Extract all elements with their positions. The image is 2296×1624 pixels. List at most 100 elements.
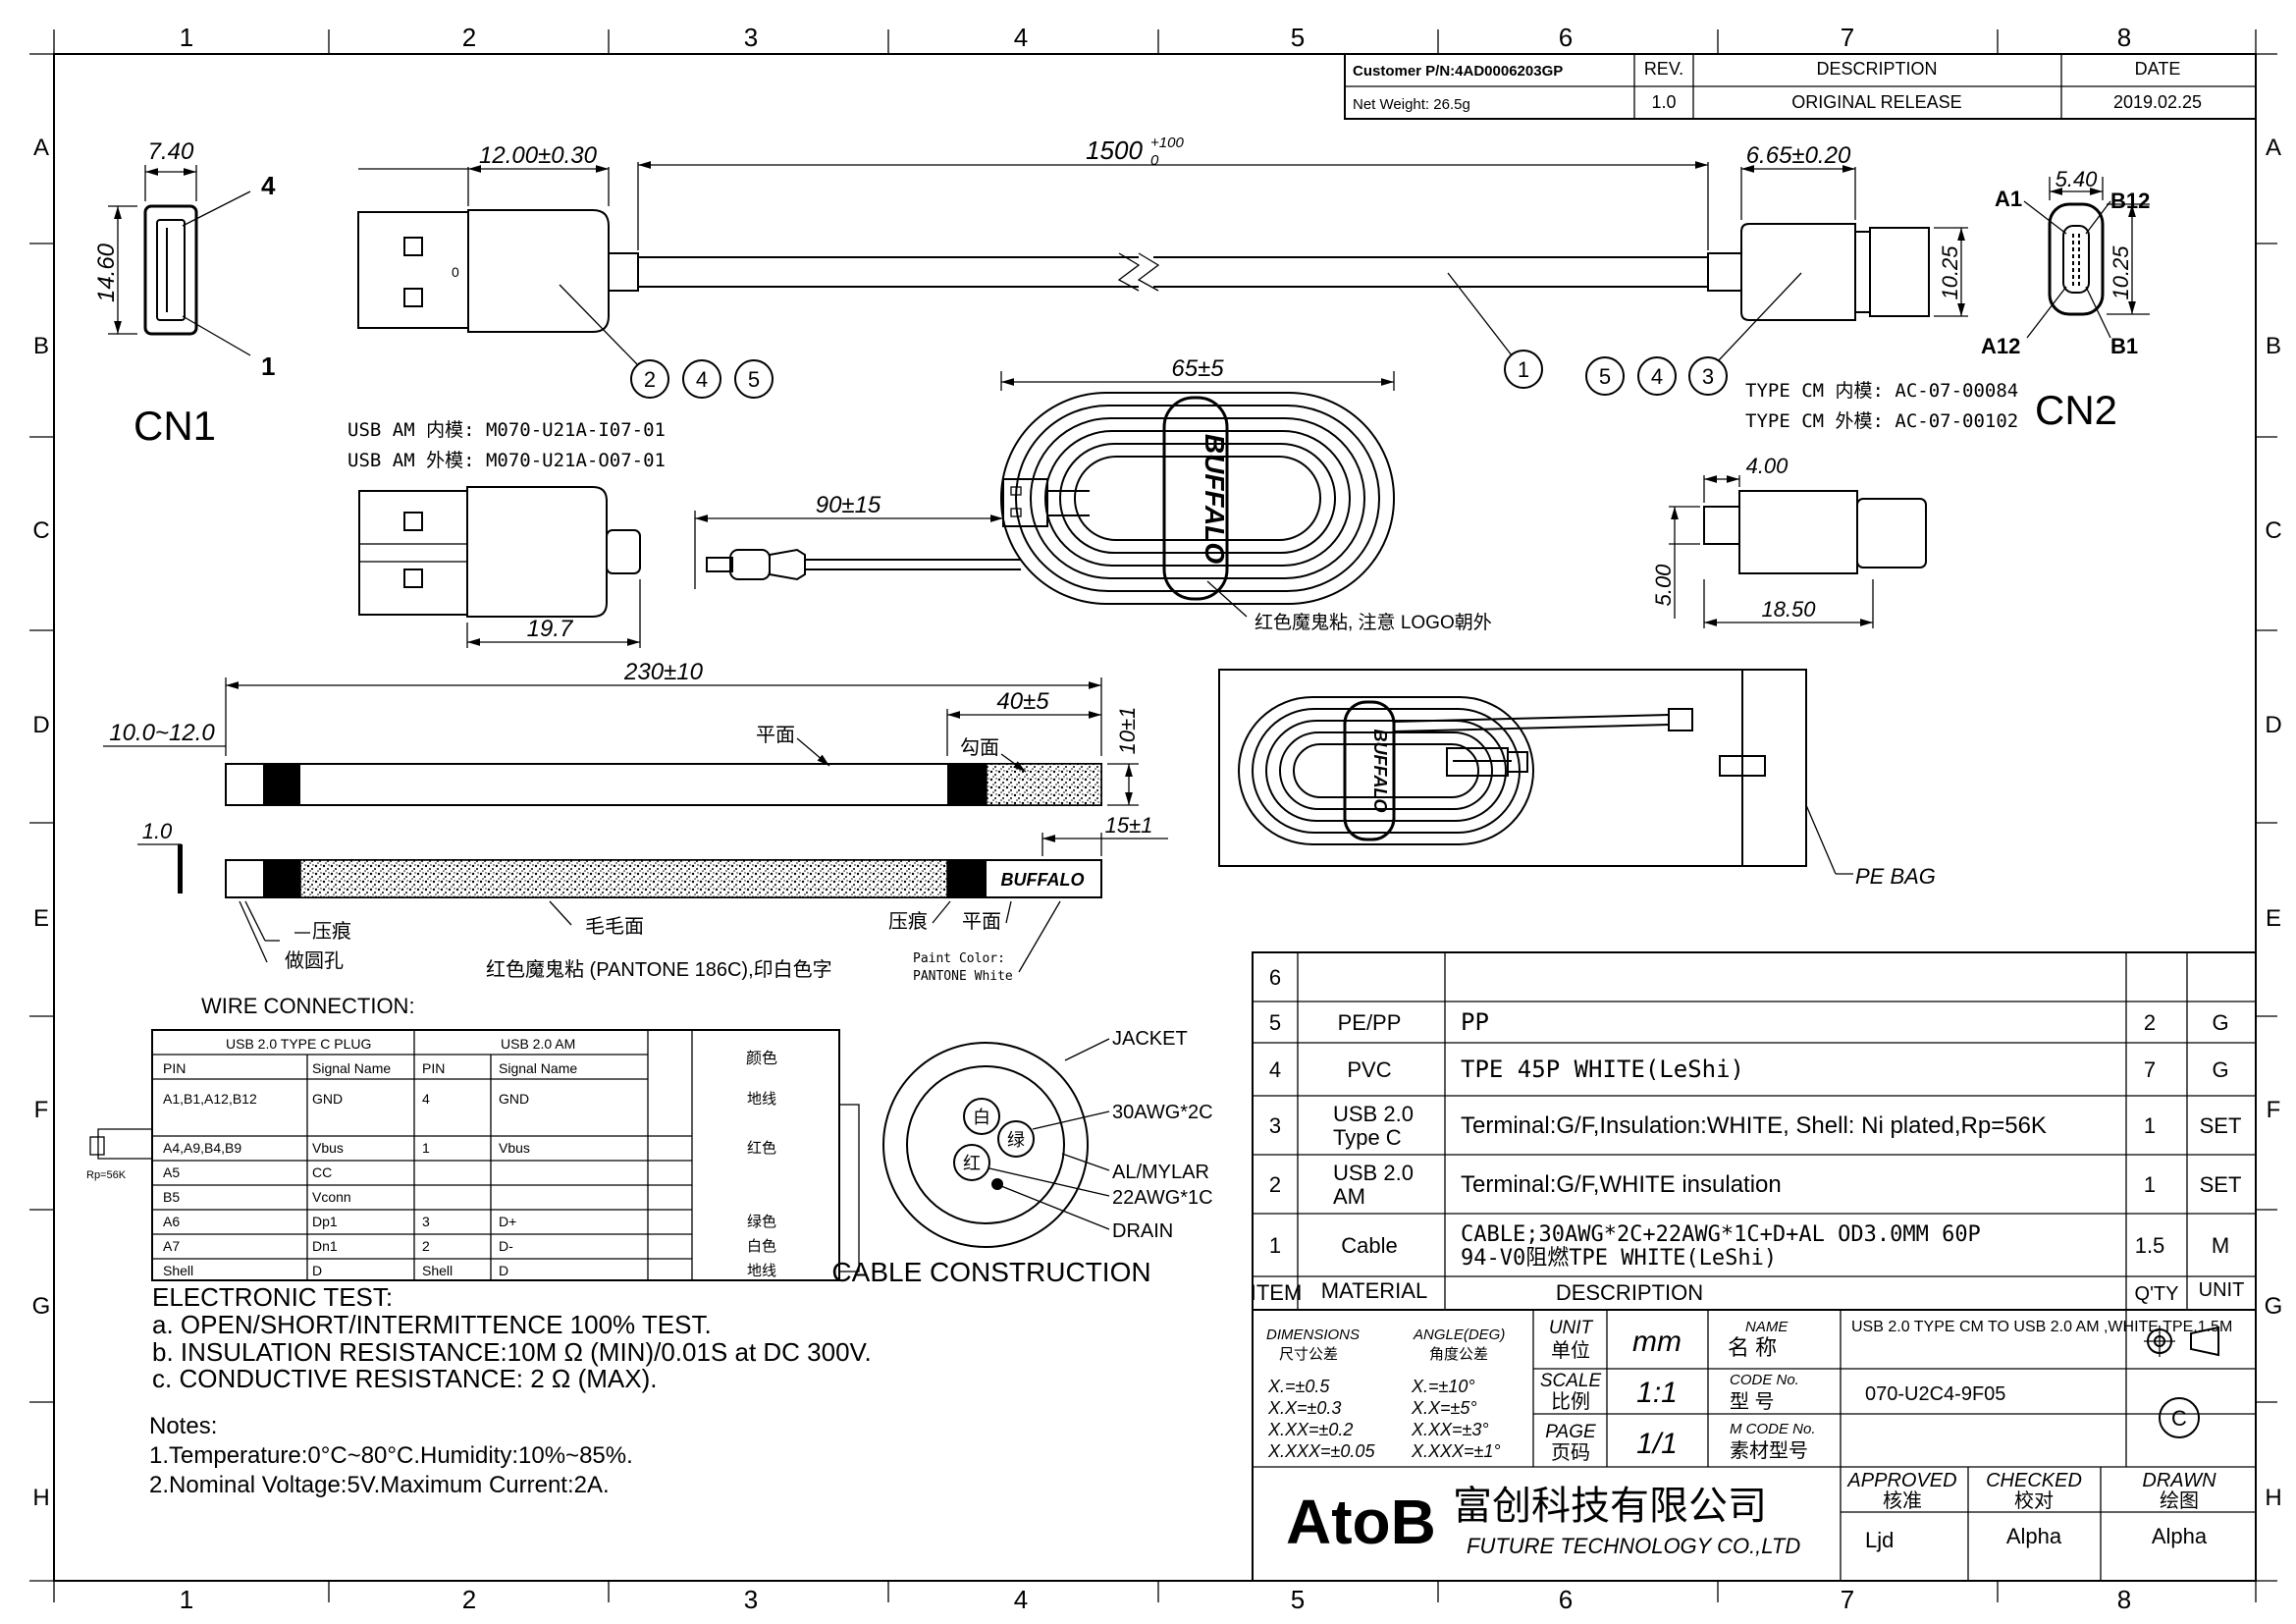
tb-dim-label: DIMENSIONS: [1266, 1326, 1360, 1343]
wire-cell: 4: [422, 1091, 430, 1107]
strap-hook: 40±5: [996, 688, 1049, 715]
balloon-r3-label: 3: [1702, 364, 1714, 389]
bom-desc: CABLE;30AWG*2C+22AWG*1C+D+AL OD3.0MM 60P: [1461, 1222, 1981, 1247]
col-label-bottom: 7: [1841, 1585, 1854, 1614]
cn1-front-view: 7.40 14.60 4 1 CN1: [93, 138, 276, 449]
row-label-right: A: [2266, 135, 2281, 161]
tb-scale-value: 1:1: [1636, 1377, 1678, 1409]
date-value: 2019.02.25: [2113, 92, 2202, 112]
bom-material: Cable: [1341, 1233, 1397, 1258]
wire-col-signal2: Signal Name: [499, 1060, 577, 1076]
cn1-width: 7.40: [148, 138, 194, 165]
revision-block: Customer P/N:4AD0006203GP Net Weight: 26…: [1344, 53, 2257, 120]
col-label-top: 7: [1841, 23, 1854, 52]
tb-unit-cn: 单位: [1551, 1339, 1590, 1362]
tb-code-value: 070-U2C4-9F05: [1865, 1383, 2005, 1405]
tb-approved: APPROVED: [1846, 1470, 1956, 1491]
tb-checked-by: Alpha: [2006, 1524, 2062, 1548]
cn2-width: 5.40: [2056, 167, 2099, 191]
notes-title: Notes:: [149, 1413, 217, 1439]
strap-hook-label: 勾面: [960, 736, 999, 759]
balloon-r3: [1688, 356, 1728, 396]
cn2-height: 10.25: [2109, 245, 2133, 300]
cm-length-dim: 6.65±0.20: [1746, 142, 1851, 169]
cm-side-d3: 18.50: [1761, 597, 1816, 622]
cable-construction: 白 绿 红 JACKET 30AWG*2C AL/MYLAR 22AWG*1C …: [831, 1028, 1212, 1287]
wire-cell: D+: [499, 1214, 516, 1229]
cable-tol-up: +100: [1150, 135, 1184, 151]
row-label-left: H: [32, 1485, 49, 1511]
balloon-4-label: 4: [696, 367, 708, 392]
col-label-bottom: 2: [462, 1585, 476, 1614]
wire-cell: GND: [499, 1091, 529, 1107]
tb-mcode-label: M CODE No.: [1730, 1421, 1816, 1437]
copyright-icon: [2159, 1397, 2200, 1438]
bom-item: 4: [1269, 1057, 1281, 1082]
wire-cell: A7: [163, 1238, 180, 1254]
strap-thick: 1.0: [142, 819, 173, 843]
wire-color-cell: 绿色: [747, 1214, 776, 1230]
net-weight: Net Weight: 26.5g: [1353, 96, 1470, 113]
pe-bag-view: BUFFALO PE BAG: [1218, 669, 1936, 889]
col-label-top: 6: [1559, 23, 1573, 52]
row-label-left: D: [32, 712, 49, 738]
col-label-bottom: 1: [180, 1585, 193, 1614]
strap-press2-label: 压痕: [888, 910, 928, 933]
cc-mylar: AL/MYLAR: [1112, 1162, 1209, 1183]
am-mark: 0: [452, 264, 459, 280]
bag-brand: BUFFALO: [1370, 730, 1390, 813]
col-label-bottom: 4: [1014, 1585, 1028, 1614]
tb-mcode-cn: 素材型号: [1730, 1439, 1808, 1462]
bom-h-unit: UNIT: [2199, 1279, 2245, 1301]
strap-hole-label: 做圆孔: [285, 949, 344, 972]
tb-drawn: DRAWN: [2142, 1470, 2216, 1491]
tb-page-label: PAGE: [1545, 1422, 1596, 1442]
tb-ang-label: ANGLE(DEG): [1413, 1326, 1505, 1343]
strap-caption: 红色魔鬼粘 (PANTONE 186C),印白色字: [486, 958, 832, 981]
cc-awg30: 30AWG*2C: [1112, 1102, 1213, 1123]
col-label-bottom: 6: [1559, 1585, 1573, 1614]
wire-cell: D: [312, 1263, 322, 1278]
bom-h-qty: Q'TY: [2135, 1283, 2179, 1305]
strap-flat-label: 平面: [756, 725, 795, 746]
cable-assembly-view: 0 12.00±0.30 1500 +100 0 6.65±0.20 1: [357, 135, 1968, 399]
test-c: c. CONDUCTIVE RESISTANCE: 2 Ω (MAX).: [152, 1364, 657, 1393]
col-label-top: 1: [180, 23, 193, 52]
note-2: 2.Nominal Voltage:5V.Maximum Current:2A.: [149, 1472, 610, 1498]
test-title: ELECTRONIC TEST:: [152, 1282, 393, 1312]
strap-logo-len: 15±1: [1105, 813, 1153, 838]
date-label: DATE: [2135, 59, 2181, 79]
row-label-left: G: [32, 1293, 51, 1320]
balloon-5: [734, 359, 774, 399]
wire-cell: Shell: [163, 1263, 193, 1278]
cc-title: CABLE CONSTRUCTION: [831, 1257, 1150, 1287]
electronic-tests: ELECTRONIC TEST: a. OPEN/SHORT/INTERMITT…: [149, 1282, 872, 1498]
row-label-right: G: [2265, 1293, 2283, 1320]
strap-end: 10.0~12.0: [109, 720, 215, 746]
note-1: 1.Temperature:0°C~80°C.Humidity:10%~85%.: [149, 1442, 633, 1469]
bom-qty: 7: [2144, 1057, 2156, 1082]
row-label-left: F: [34, 1097, 49, 1123]
balloon-2: [630, 359, 669, 399]
tb-tol-1: X.X=±0.3: [1267, 1398, 1341, 1418]
tb-unit-label: UNIT: [1549, 1318, 1594, 1338]
cc-drain: DRAIN: [1112, 1220, 1173, 1242]
row-label-right: B: [2266, 333, 2281, 359]
balloon-r4-label: 4: [1651, 364, 1663, 389]
cn1-height: 14.60: [93, 243, 120, 302]
bom-unit: G: [2212, 1010, 2228, 1035]
row-label-left: A: [33, 135, 49, 161]
strap-press-label: 压痕: [312, 920, 351, 943]
bom-qty: 2: [2144, 1010, 2156, 1035]
tb-code-label: CODE No.: [1730, 1372, 1799, 1388]
bom-material: Type C: [1333, 1125, 1402, 1150]
bom-desc: Terminal:G/F,Insulation:WHITE, Shell: Ni…: [1461, 1112, 2047, 1139]
wire-title: WIRE CONNECTION:: [201, 994, 415, 1018]
bom-desc: Terminal:G/F,WHITE insulation: [1461, 1171, 1782, 1198]
tb-checked: CHECKED: [1986, 1470, 2082, 1491]
row-label-left: B: [33, 333, 49, 359]
coil-brand: BUFFALO: [1200, 434, 1230, 564]
balloon-5-label: 5: [748, 367, 760, 392]
tb-tol-2: X.XX=±0.2: [1267, 1420, 1353, 1439]
